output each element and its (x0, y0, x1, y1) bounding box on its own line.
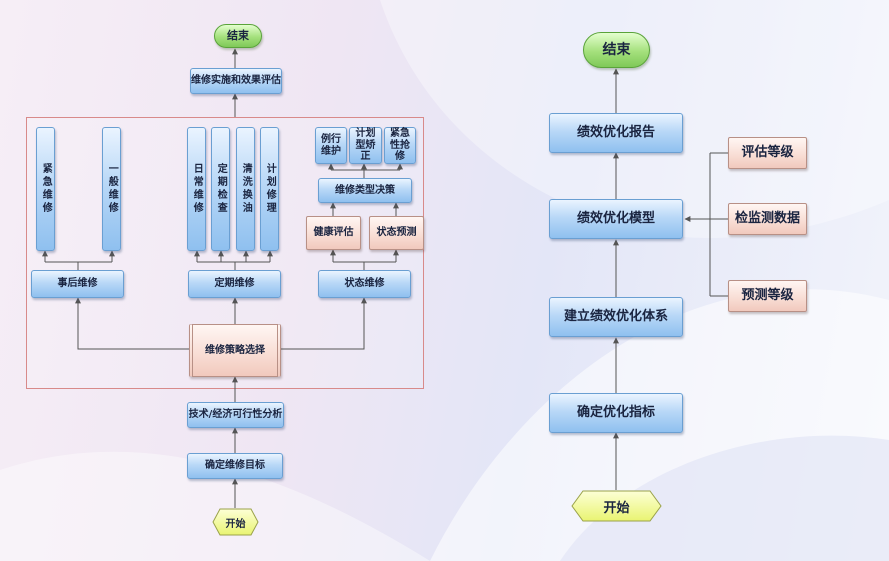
detect-data-box: 检监测数据 (728, 203, 807, 235)
health-eval-box: 健康评估 (306, 216, 361, 250)
model-box: 绩效优化模型 (549, 199, 683, 239)
left-eval-box: 维修实施和效果评估 (190, 68, 282, 94)
strategy-select-box: 维修策略选择 (189, 324, 281, 377)
system-box: 建立绩效优化体系 (549, 297, 683, 337)
report-box: 绩效优化报告 (549, 113, 683, 153)
indicator-box: 确定优化指标 (549, 393, 683, 433)
emergency-repair-box: 紧急维修 (36, 127, 55, 251)
planned-repair-box: 计划修理 (260, 127, 279, 251)
planned-correct-box: 计划型矫正 (349, 127, 382, 164)
clean-change-oil-box: 清洗换油 (236, 127, 255, 251)
right-start-node: 开始 (571, 490, 662, 522)
target-box: 确定维修目标 (187, 453, 283, 479)
periodic-check-box: 定期检查 (211, 127, 230, 251)
predict-level-box: 预测等级 (728, 280, 807, 312)
feasibility-box: 技术/经济可行性分析 (187, 402, 284, 428)
left-end-node: 结束 (214, 24, 262, 48)
right-start-label: 开始 (603, 500, 630, 516)
type-decision-box: 维修类型决策 (318, 178, 412, 203)
periodic-repair-box: 定期维修 (188, 270, 281, 298)
left-start-node: 开始 (212, 508, 259, 536)
general-repair-box: 一般维修 (102, 127, 121, 251)
emergency-fix-box: 紧急性抢修 (384, 127, 416, 164)
left-start-label: 开始 (225, 518, 246, 530)
daily-repair-box: 日常维修 (187, 127, 206, 251)
condition-repair-box: 状态维修 (318, 270, 411, 298)
post-repair-box: 事后维修 (31, 270, 124, 298)
routine-maint-box: 例行维护 (315, 127, 347, 164)
eval-level-box: 评估等级 (728, 137, 807, 169)
state-predict-box: 状态预测 (369, 216, 424, 250)
right-end-node: 结束 (583, 32, 650, 68)
